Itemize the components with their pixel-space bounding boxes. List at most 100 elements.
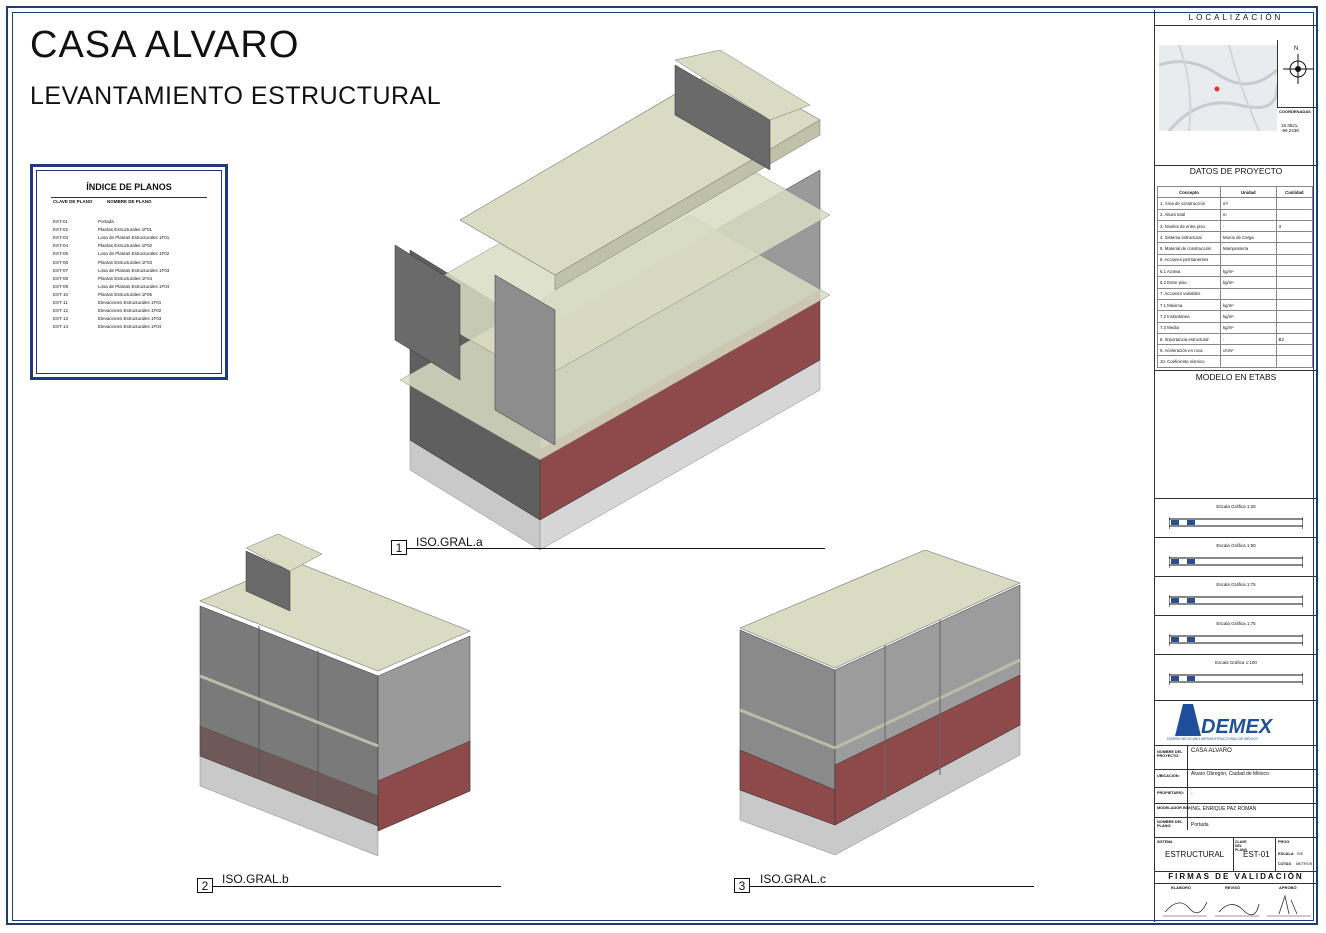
escala-label: ESCALA xyxy=(1278,852,1294,856)
localizacion-title: LOCALIZACIÓN xyxy=(1188,13,1284,22)
modelador-value: ING. ENRIQUE PAZ ROMAN xyxy=(1191,806,1257,812)
view-label-3: ISO.GRAL.c xyxy=(760,872,827,886)
isometric-view-1 xyxy=(394,50,830,550)
isometric-view-3 xyxy=(739,550,1021,856)
sistema-value: ESTRUCTURAL xyxy=(1165,850,1225,859)
index-row-key: EST-12 xyxy=(53,308,69,314)
datos-row: 7. Acciones variables xyxy=(1157,287,1314,300)
datos-cell xyxy=(1275,208,1314,221)
datos-header-cell: Unidad xyxy=(1220,185,1277,199)
datos-header-cell: Concepto xyxy=(1157,185,1221,199)
view-number-2: 2 xyxy=(197,878,213,893)
index-row-key: EST-14 xyxy=(53,324,69,330)
coords-label: COORDENADAS xyxy=(1279,109,1311,114)
nombreplano-label: NOMBRE DEL PLANO: xyxy=(1157,820,1183,828)
datos-cell: Mampostería xyxy=(1220,242,1277,255)
prog-label: PROG. xyxy=(1278,840,1291,844)
datos-cell xyxy=(1275,242,1314,255)
north-label: N xyxy=(1294,46,1299,52)
graphic-scale: Escala Gráfica 1:50 xyxy=(1155,537,1317,577)
datos-cell: 6. Acciones permanentes xyxy=(1157,253,1221,267)
view-label-1: ISO.GRAL.a xyxy=(416,535,483,549)
datos-cell: B2 xyxy=(1275,332,1314,346)
datos-cell: 7. Acciones variables xyxy=(1157,287,1221,300)
index-row: EST-07 Losa de Plantas Estructurales 1F03 xyxy=(53,268,223,276)
index-row-key: EST-08 xyxy=(53,275,69,281)
datos-cell: m xyxy=(1220,208,1277,221)
datos-cell xyxy=(1275,197,1314,210)
datos-cell xyxy=(1275,355,1314,368)
datos-cell: 1. Área de construcción xyxy=(1157,197,1221,210)
datos-cell: kg/m² xyxy=(1220,321,1277,334)
index-row-key: EST-10 xyxy=(53,291,69,297)
graphic-scale: Escala Gráfica 1:25 xyxy=(1155,498,1317,538)
firma-reviso: REVISÓ xyxy=(1225,885,1241,890)
datos-cell xyxy=(1275,276,1314,289)
cotas-label: COTAS xyxy=(1278,862,1292,866)
scale-bar xyxy=(1169,556,1303,568)
index-row-key: EST-07 xyxy=(53,267,69,273)
index-row-key: EST-11 xyxy=(53,300,68,305)
index-row-name: Plantas Estructurales 1F02 xyxy=(98,243,153,249)
index-row-name: Losa de Plantas Estructurales 1F03 xyxy=(98,267,170,273)
datos-cell xyxy=(1220,253,1277,267)
datos-cell: kg/m² xyxy=(1220,298,1277,312)
scale-label: Escala Gráfica 1:100 xyxy=(1215,660,1257,665)
datos-cell: 9. Aceleración en roca xyxy=(1157,344,1221,357)
index-row-name: Portada xyxy=(98,219,114,224)
index-row-key: EST-09 xyxy=(53,283,69,289)
index-row-key: EST-05 xyxy=(53,251,69,257)
index-col-name: NOMBRE DE PLANO xyxy=(107,199,152,204)
location-map xyxy=(1159,45,1277,131)
index-row-key: EST-02 xyxy=(53,227,69,233)
datos-cell: 10. Coeficiente sísmico xyxy=(1157,355,1221,368)
sheet-frame xyxy=(6,6,1318,925)
graphic-scale: Escala Gráfica 1:100 xyxy=(1155,654,1317,694)
north-arrow-icon xyxy=(1283,54,1313,84)
datos-cell xyxy=(1275,321,1314,334)
datos-cell: 7.2 Instantánea xyxy=(1157,310,1221,323)
datos-row: 3. Niveles de entre piso-3 xyxy=(1157,219,1314,233)
coords-value: 19.3621, -99.2438 xyxy=(1281,123,1299,133)
datos-cell: kg/m² xyxy=(1220,310,1277,323)
datos-cell: 7.3 Media xyxy=(1157,321,1221,334)
datos-cell xyxy=(1220,355,1277,368)
datos-cell xyxy=(1275,231,1314,244)
sheet-inner-frame xyxy=(12,12,1314,921)
index-row: EST-04 Plantas Estructurales 1F02 xyxy=(53,243,223,251)
datos-cell: 3. Niveles de entre piso xyxy=(1157,219,1221,233)
index-row-key: EST-03 xyxy=(53,235,69,241)
datos-cell: 5. Material de construcción xyxy=(1157,242,1221,255)
datos-row: 8. Importancia estructural-B2 xyxy=(1157,332,1314,346)
index-row-name: Losa de Plantas Estructurales 1F02 xyxy=(98,251,170,257)
datos-cell: 4. Sistema estructural xyxy=(1157,231,1221,244)
demex-logo-text: DEMEX xyxy=(1201,716,1274,738)
index-row-name: Plantas Estructurales 1F05 xyxy=(98,291,153,297)
view-label-2: ISO.GRAL.b xyxy=(222,872,289,886)
datos-cell xyxy=(1275,298,1314,312)
firma-elaboro: ELABORÓ xyxy=(1171,885,1191,890)
nombreplano-value: Portada xyxy=(1191,822,1209,828)
index-row-name: Plantas Estructurales 1F03 xyxy=(98,259,153,265)
sistema-label: SISTEMA xyxy=(1157,840,1173,844)
page-title: CASA ALVARO xyxy=(30,24,300,66)
datos-cell xyxy=(1275,265,1314,278)
datos-cell: cm/s² xyxy=(1220,344,1277,357)
scale-bar xyxy=(1169,673,1303,685)
datos-cell: - xyxy=(1220,219,1277,233)
index-row-key: EST-13 xyxy=(53,316,69,322)
clave-label: CLAVE DEL PLANO xyxy=(1235,840,1248,852)
index-row-key: EST-04 xyxy=(53,243,69,249)
